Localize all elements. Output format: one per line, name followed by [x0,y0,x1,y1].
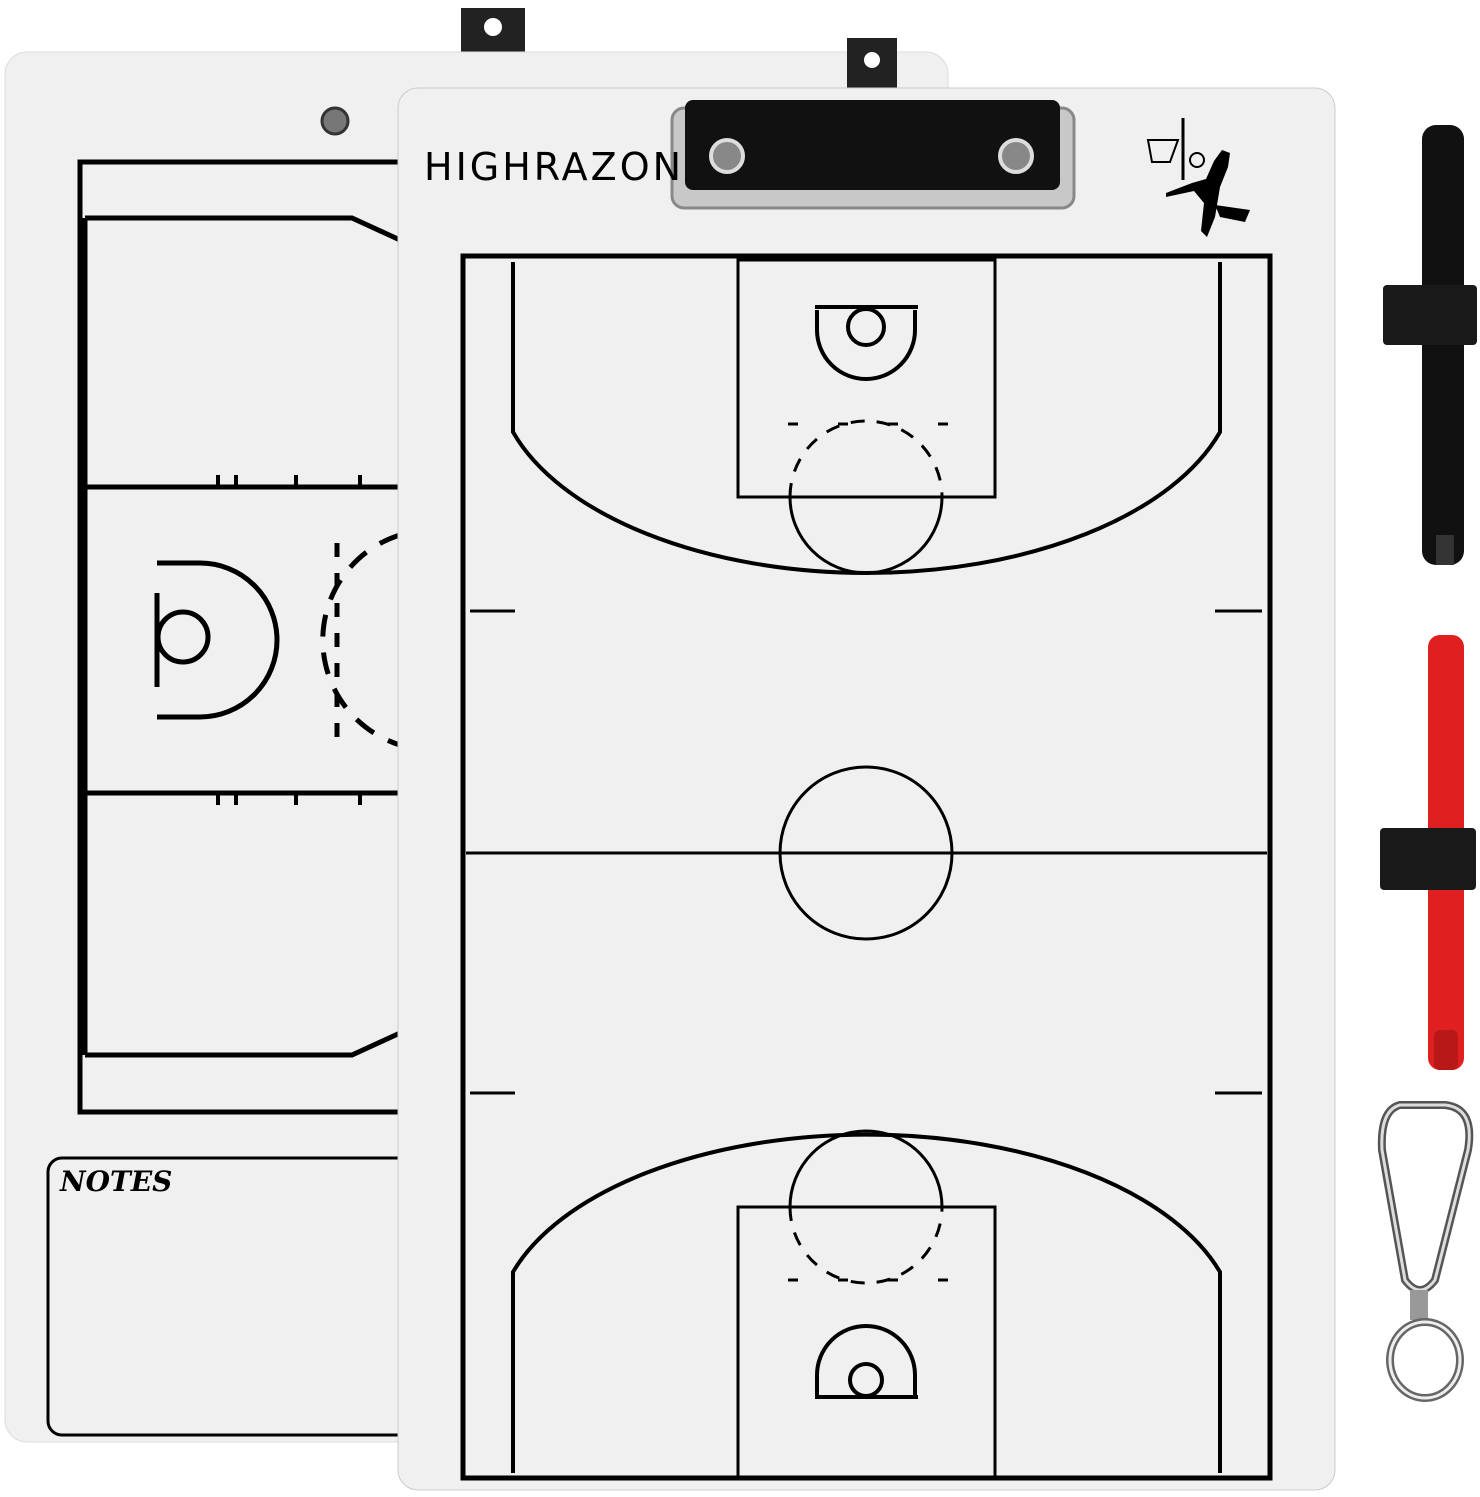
metal-clip [670,100,1076,210]
basketball-player-logo-icon [1146,118,1250,237]
notes-label: NOTES [59,1165,172,1198]
rivet [320,106,350,136]
red-marker-pen [1380,635,1476,1070]
black-marker-pen [1383,125,1477,565]
carabiner-keyring-icon [1377,1101,1474,1402]
front-clipboard: HIGHRAZON [397,38,1336,1491]
brand-logo: HIGHRAZON [424,145,684,189]
court-diagram [460,253,1273,1481]
